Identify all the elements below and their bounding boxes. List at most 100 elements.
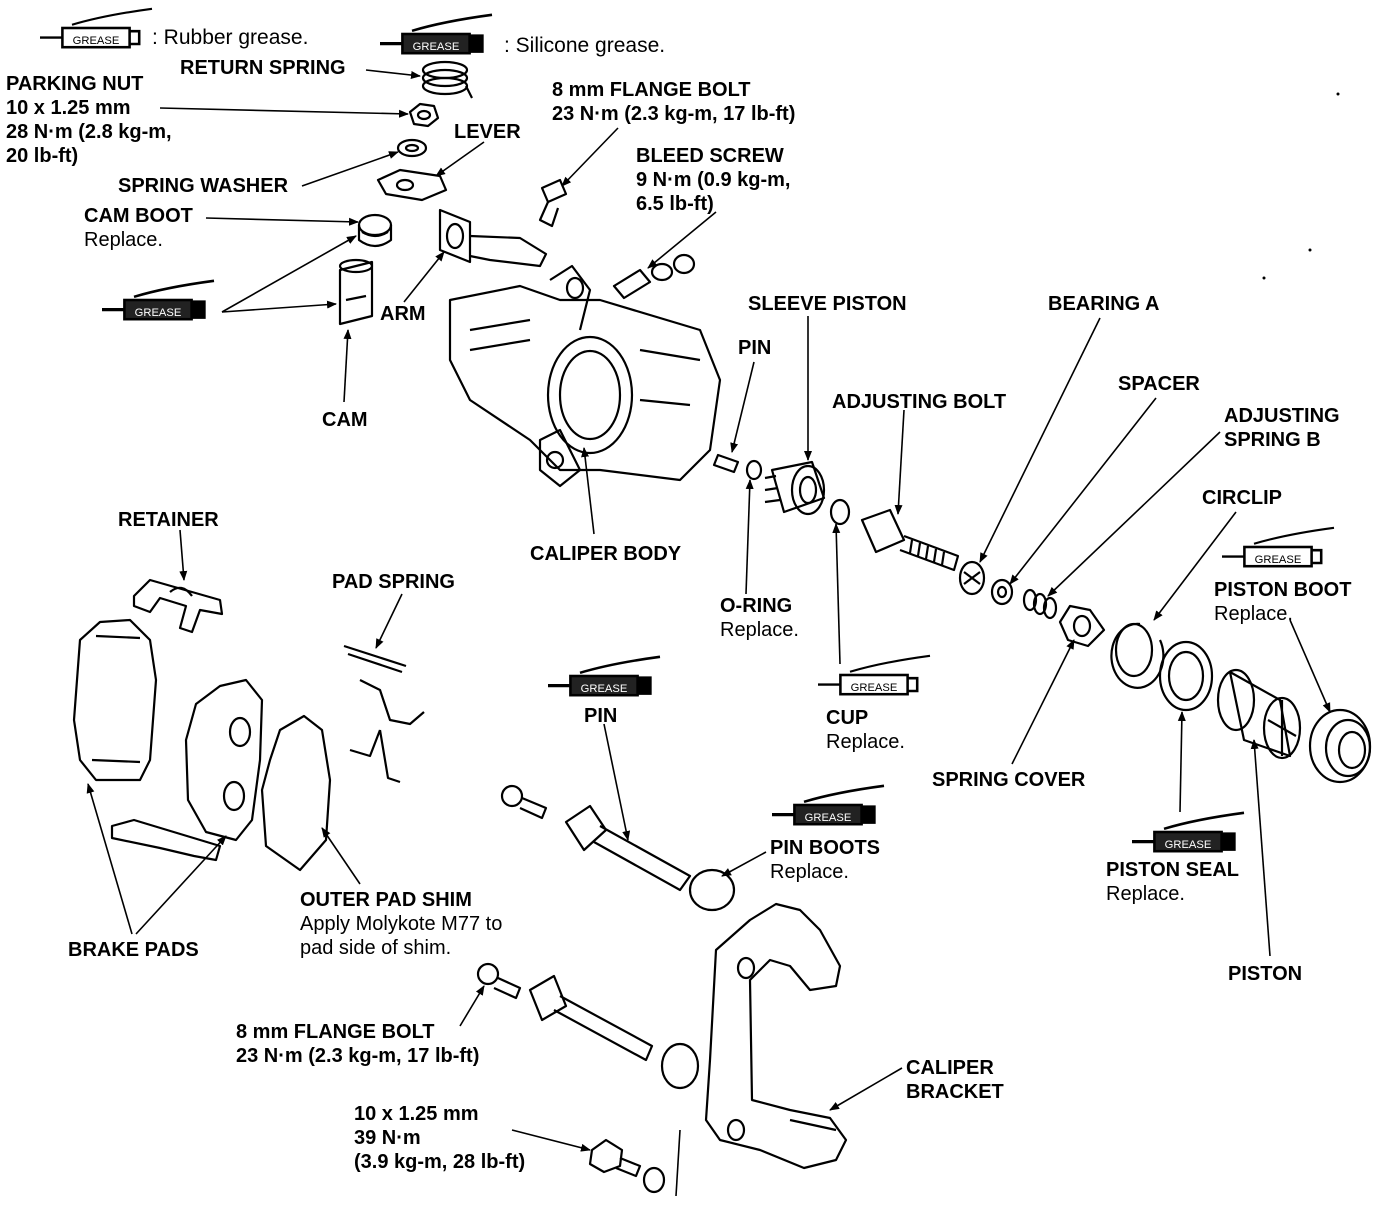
arrow-brake-pad-1: [86, 783, 133, 935]
arrow-bolt-10mm: [511, 1129, 591, 1152]
arrow-spring-washer: [301, 151, 399, 187]
label-caliper-bracket: CALIPER BRACKET: [906, 1057, 1004, 1103]
spring-washer-drawing: [396, 138, 428, 158]
label-spacer: SPACER: [1118, 373, 1200, 395]
arrow-grease-to-boot: [221, 235, 357, 313]
label-bolt-10mm: 10 x 1.25 mm 39 N·m (3.9 kg-m, 28 lb-ft): [354, 1103, 526, 1173]
arrow-flange-bolt-top: [561, 127, 619, 187]
bearing-a-drawing: [958, 560, 986, 596]
piston-seal-drawing: [1158, 640, 1214, 712]
silicone-grease-cam-icon: GREASE: [100, 279, 216, 321]
arrow-bleed-screw: [647, 211, 717, 269]
arrow-pin-lower: [603, 723, 631, 841]
rubber-grease-piston-boot-icon: GREASE: [1220, 526, 1336, 568]
parking-nut-drawing: [408, 102, 440, 128]
lower-flange-bolt-drawing: [476, 962, 522, 1000]
bracket-connector-line: [675, 1129, 681, 1197]
arrow-o-ring: [745, 479, 754, 595]
lower-long-pin-drawing: [528, 974, 654, 1062]
legend-rubber-grease: : Rubber grease.: [152, 26, 309, 49]
piston-boot-drawing: [1308, 708, 1372, 784]
arrow-piston-seal: [1177, 711, 1186, 813]
svg-text:GREASE: GREASE: [413, 41, 460, 53]
svg-text:GREASE: GREASE: [1255, 554, 1302, 566]
svg-text:GREASE: GREASE: [805, 812, 852, 824]
label-lever: LEVER: [454, 121, 521, 143]
spring-cover-drawing: [1058, 604, 1106, 648]
label-parking-nut: PARKING NUT 10 x 1.25 mm 28 N·m (2.8 kg-…: [6, 73, 172, 167]
arrow-flange-bolt-bottom: [459, 985, 485, 1027]
svg-text:GREASE: GREASE: [135, 307, 182, 319]
silicone-grease-pin-boots-icon: GREASE: [770, 784, 886, 826]
rubber-grease-tube-icon: GREASE: [38, 7, 154, 49]
pin-bolt-drawing: [500, 784, 548, 820]
label-brake-pads: BRAKE PADS: [68, 939, 199, 961]
retainer-drawing: [132, 578, 224, 634]
adjusting-bolt-drawing: [860, 508, 960, 572]
arrow-outer-pad-shim: [321, 827, 361, 885]
sleeve-piston-drawing: [764, 460, 826, 516]
caliper-body-drawing: [448, 264, 722, 488]
rubber-grease-cup-icon: GREASE: [816, 654, 932, 696]
arrow-piston-boot: [1289, 619, 1331, 713]
label-retainer: RETAINER: [118, 509, 219, 531]
arrow-spacer: [1009, 397, 1157, 585]
caliper-bracket-drawing: [704, 902, 848, 1170]
silicone-grease-piston-seal-icon: GREASE: [1130, 811, 1246, 853]
arrow-circlip: [1153, 511, 1237, 621]
arrow-pad-spring: [375, 593, 403, 649]
arrow-retainer: [179, 529, 188, 581]
scan-dot: [1336, 92, 1340, 96]
label-return-spring: RETURN SPRING: [180, 57, 346, 79]
lower-pin-drawing: [564, 804, 692, 892]
label-caliper-body: CALIPER BODY: [530, 543, 682, 565]
label-bleed-screw: BLEED SCREW 9 N·m (0.9 kg-m, 6.5 lb-ft): [636, 145, 791, 215]
outer-pad-shim-drawing: [260, 714, 332, 872]
inner-brake-pad-drawing: [72, 618, 158, 782]
legend-silicone-grease: : Silicone grease.: [504, 34, 666, 57]
label-cam: CAM: [322, 409, 368, 431]
arrow-cam-boot: [205, 217, 359, 226]
cup-drawing: [829, 498, 851, 526]
arrow-caliper-bracket: [829, 1067, 903, 1111]
label-flange-bolt-top: 8 mm FLANGE BOLT 23 N·m (2.3 kg-m, 17 lb…: [552, 79, 796, 125]
outer-brake-pad-drawing: [184, 678, 264, 842]
label-piston-boot: PISTON BOOT Replace.: [1214, 579, 1352, 625]
label-cam-boot: CAM BOOT Replace.: [84, 205, 193, 251]
cam-boot-drawing: [357, 213, 393, 248]
silicone-grease-tube-icon: GREASE: [378, 13, 494, 55]
label-piston-seal: PISTON SEAL Replace.: [1106, 859, 1239, 905]
return-spring-drawing: [421, 60, 473, 99]
arrow-adjusting-spring-b: [1047, 431, 1221, 597]
svg-text:GREASE: GREASE: [73, 35, 120, 47]
lever-drawing: [376, 168, 448, 202]
silicone-grease-pin-icon: GREASE: [546, 655, 662, 697]
arrow-pin-boots: [721, 851, 767, 877]
scan-dot: [1262, 276, 1266, 280]
bracket-bolt-drawing: [588, 1138, 666, 1194]
arrow-brake-pad-2: [135, 835, 227, 935]
pad-spring-drawing: [343, 644, 425, 784]
bleed-screw-drawing: [612, 253, 696, 300]
cam-drawing: [338, 258, 374, 326]
arrow-cup: [832, 523, 841, 665]
scan-dot: [1308, 248, 1312, 252]
arrow-piston: [1250, 739, 1271, 957]
label-sleeve-piston: SLEEVE PISTON: [748, 293, 907, 315]
arrow-grease-to-cam: [221, 300, 337, 313]
label-adjusting-bolt: ADJUSTING BOLT: [832, 391, 1007, 413]
label-spring-cover: SPRING COVER: [932, 769, 1086, 791]
arrow-bearing-a: [979, 317, 1101, 563]
pin-boots-drawing: [660, 868, 736, 1090]
top-flange-bolt-drawing: [538, 178, 568, 228]
arrow-return-spring: [365, 69, 421, 79]
arrow-lever: [435, 141, 485, 177]
label-bearing-a: BEARING A: [1048, 293, 1160, 315]
adjusting-spring-b-drawing: [1022, 588, 1058, 620]
arrow-parking-nut: [159, 107, 409, 118]
arm-drawing: [438, 208, 548, 268]
label-outer-pad-shim: OUTER PAD SHIM Apply Molykote M77 to pad…: [300, 889, 503, 959]
svg-text:GREASE: GREASE: [851, 682, 898, 694]
label-flange-bolt-bottom: 8 mm FLANGE BOLT 23 N·m (2.3 kg-m, 17 lb…: [236, 1021, 480, 1067]
label-circlip: CIRCLIP: [1202, 487, 1282, 509]
